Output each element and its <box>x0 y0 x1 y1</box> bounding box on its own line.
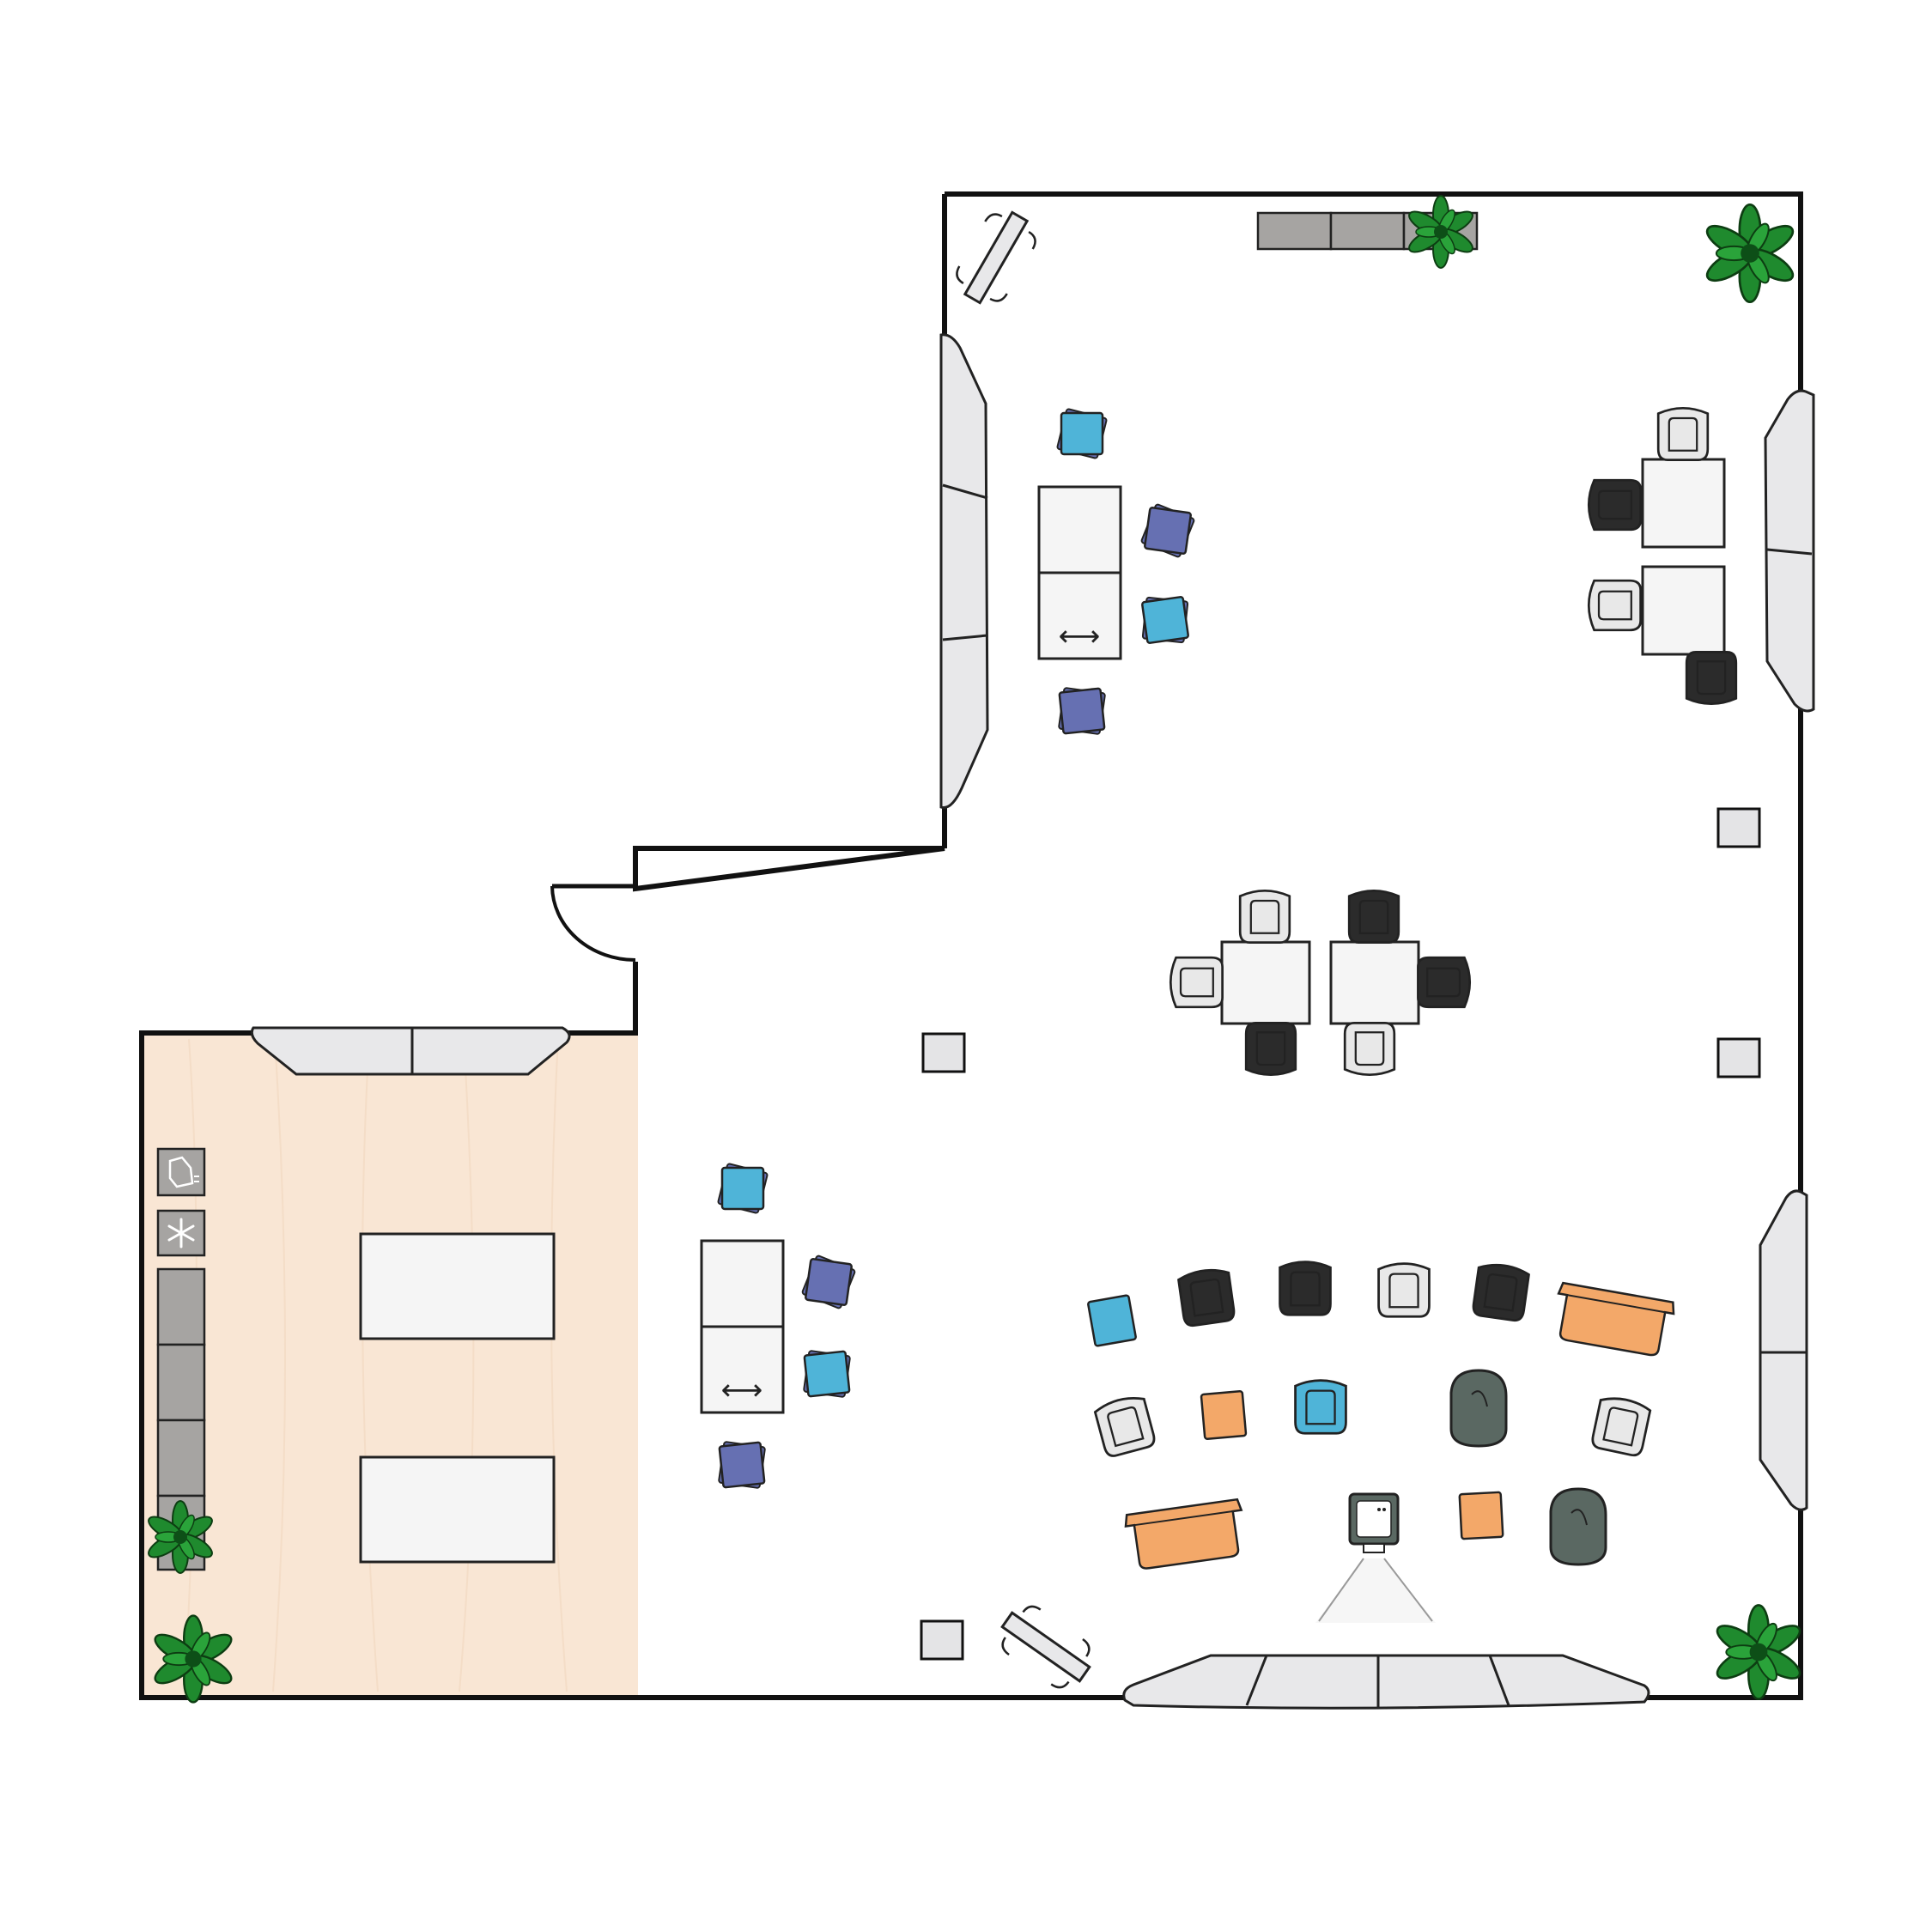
outer-wall <box>139 191 1803 1700</box>
stool-icon[interactable] <box>1087 1294 1137 1347</box>
table-arrow-label: ⟷ <box>1059 619 1101 653</box>
table-arrow-label: ⟷ <box>721 1373 763 1407</box>
chair-icon[interactable] <box>1238 889 1291 944</box>
wall-panel-right-lower <box>1759 1189 1808 1511</box>
chair-icon[interactable] <box>1549 1487 1607 1566</box>
table[interactable] <box>359 1455 556 1564</box>
chair-icon[interactable] <box>1169 956 1224 1009</box>
plant-icon <box>1701 203 1799 304</box>
chair-icon[interactable] <box>1279 1261 1332 1316</box>
wood-floor-area <box>142 1033 638 1698</box>
stool-icon[interactable] <box>1135 590 1195 650</box>
wall-panel-bottom <box>1122 1654 1650 1710</box>
table[interactable] <box>1329 940 1420 1025</box>
chair-icon[interactable] <box>1244 1022 1297 1077</box>
stool-icon[interactable] <box>1200 1390 1248 1440</box>
projector-icon[interactable] <box>1315 1492 1436 1623</box>
folding-table-upper[interactable]: ⟷ <box>1037 485 1122 660</box>
stool-icon[interactable] <box>716 1162 769 1215</box>
wall-panel-left <box>939 333 989 810</box>
chair-icon[interactable] <box>1417 956 1472 1009</box>
column-icon <box>1716 1037 1761 1078</box>
table[interactable] <box>359 1232 556 1340</box>
chair-icon[interactable] <box>1347 889 1400 944</box>
wood-grain <box>184 1038 568 1692</box>
sofa-icon[interactable] <box>1551 1281 1675 1358</box>
chair-icon[interactable] <box>1685 651 1738 706</box>
whiteboard-icon[interactable] <box>949 203 1043 312</box>
column-icon <box>921 1032 966 1073</box>
stool-icon[interactable] <box>1055 407 1109 460</box>
chair-icon[interactable] <box>1343 1022 1396 1077</box>
left-shelf <box>156 1267 206 1571</box>
column-icon <box>920 1619 964 1661</box>
door-icon[interactable] <box>550 884 636 962</box>
snowflake-icon[interactable] <box>156 1209 206 1257</box>
stool-icon[interactable] <box>798 1345 856 1403</box>
chair-icon[interactable] <box>1587 579 1642 632</box>
chair-icon[interactable] <box>1471 1261 1531 1323</box>
chair-icon[interactable] <box>1294 1379 1347 1435</box>
wall-panel-right-upper <box>1764 389 1815 713</box>
chair-icon[interactable] <box>1377 1262 1431 1318</box>
chair-icon[interactable] <box>1092 1392 1157 1460</box>
hand-dryer-icon[interactable] <box>156 1147 206 1197</box>
sofa-icon[interactable] <box>1124 1498 1248 1571</box>
plant-icon <box>1711 1604 1806 1700</box>
whiteboard-icon[interactable] <box>992 1597 1101 1697</box>
stool-icon[interactable] <box>799 1252 859 1312</box>
stool-icon[interactable] <box>1138 501 1198 561</box>
table[interactable] <box>1641 458 1726 549</box>
folding-table-lower[interactable]: ⟷ <box>700 1239 785 1414</box>
wall-panel-top-left <box>250 1026 571 1076</box>
chair-icon[interactable] <box>1589 1393 1653 1459</box>
stool-icon[interactable] <box>1053 682 1111 740</box>
chair-icon[interactable] <box>1449 1369 1508 1448</box>
stool-icon[interactable] <box>713 1436 771 1494</box>
chair-icon[interactable] <box>1656 406 1710 461</box>
column-icon <box>1716 807 1761 848</box>
chair-icon[interactable] <box>1176 1266 1236 1328</box>
table[interactable] <box>1220 940 1311 1025</box>
table[interactable] <box>1641 565 1726 656</box>
chair-icon[interactable] <box>1587 478 1642 532</box>
stool-icon[interactable] <box>1458 1491 1504 1540</box>
